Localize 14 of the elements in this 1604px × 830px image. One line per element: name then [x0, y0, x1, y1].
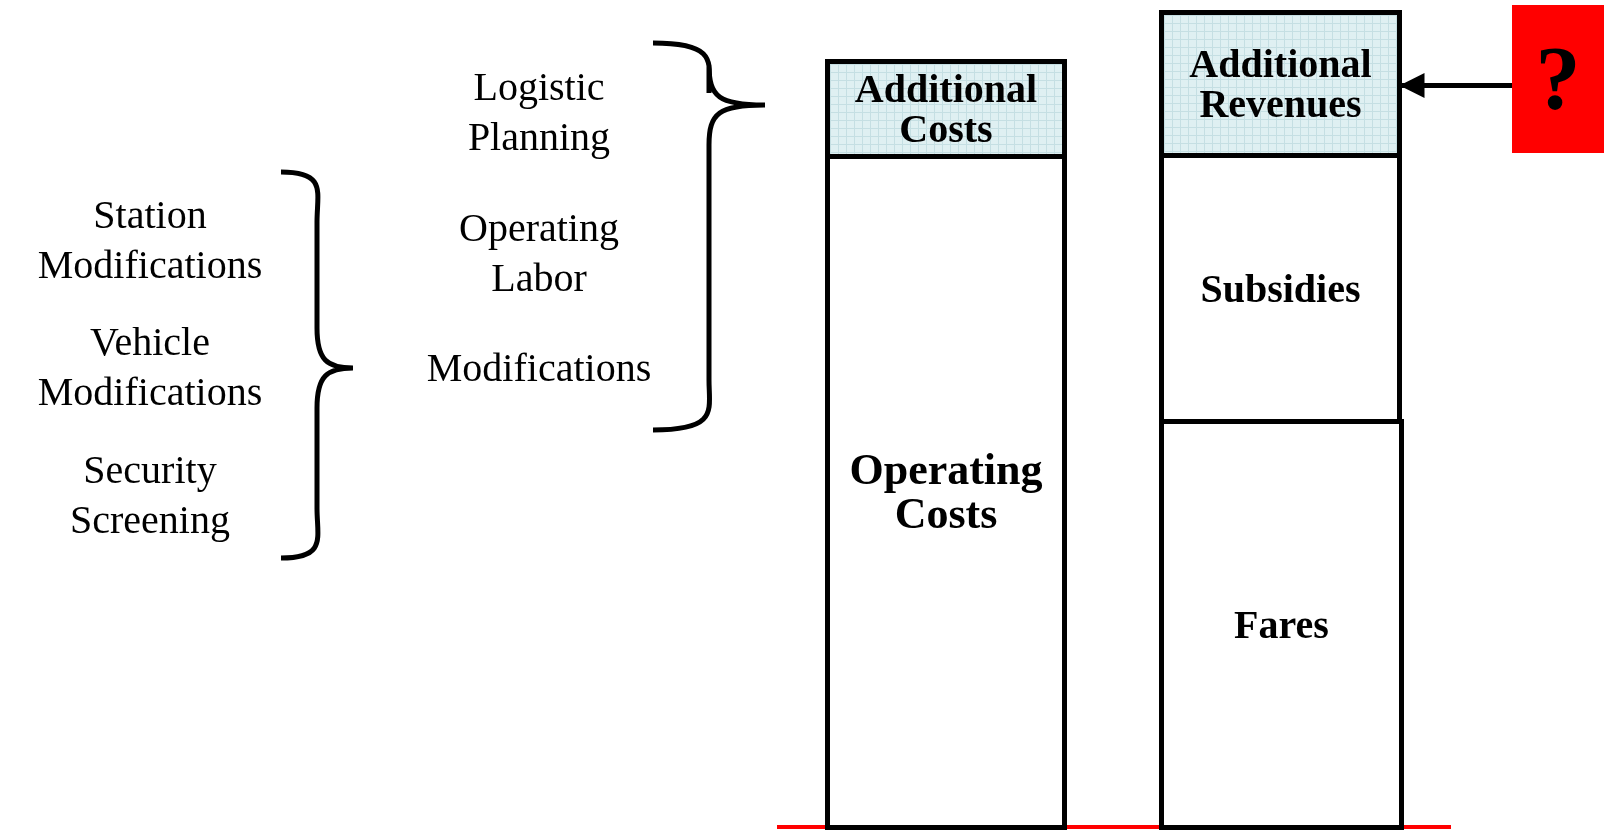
- cost-item-label: Station Modifications: [36, 191, 264, 289]
- box-label: Additional Costs: [853, 69, 1039, 149]
- cost-item-label: Vehicle Modifications: [36, 318, 264, 416]
- cost-item-label: Modifications: [425, 344, 653, 392]
- revenue-box: [1159, 419, 1404, 830]
- box-label: Subsidies: [1200, 268, 1361, 309]
- box-label: Operating Costs: [848, 448, 1044, 536]
- cost-item-label: Logistic Planning: [466, 63, 612, 161]
- cost-item-label: Security Screening: [69, 446, 231, 544]
- box-label: Fares: [1234, 604, 1329, 645]
- cost-item-label: Operating Labor: [458, 204, 620, 302]
- question-mark: ?: [1535, 34, 1581, 124]
- box-label: Additional Revenues: [1188, 44, 1373, 124]
- question-box: [1512, 5, 1604, 153]
